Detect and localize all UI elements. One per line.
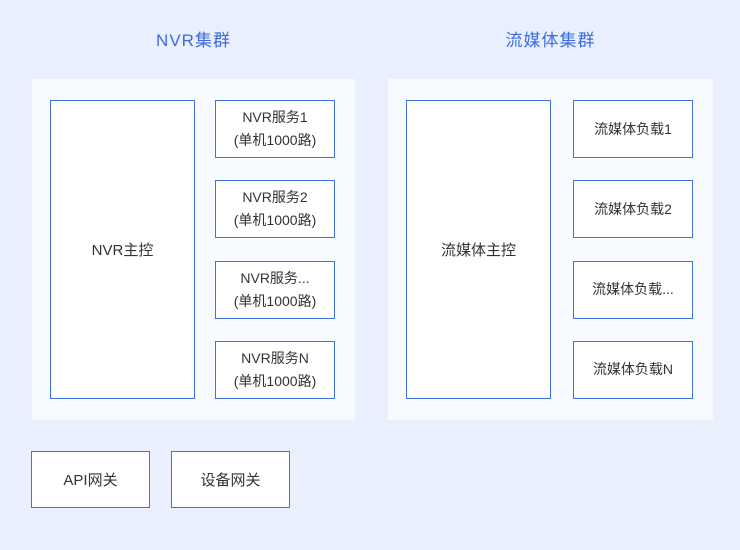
nvr-service-name: NVR服务...: [240, 269, 310, 286]
nvr-service-name: NVR服务2: [242, 189, 308, 206]
stream-load-box-n: 流媒体负载N: [573, 340, 693, 399]
nvr-node-column: NVR服务1 (单机1000路) NVR服务2 (单机1000路) NVR服务.…: [215, 100, 335, 399]
nvr-cluster-title: NVR集群: [156, 31, 231, 50]
nvr-service-capacity: (单机1000路): [233, 132, 317, 148]
stream-load-name: 流媒体负载N: [592, 361, 674, 378]
nvr-service-capacity: (单机1000路): [233, 372, 317, 389]
nvr-service-box-ellipsis: NVR服务... (单机1000路): [215, 260, 335, 319]
nvr-service-capacity: (单机1000路): [233, 292, 317, 309]
stream-load-box-2: 流媒体负载2: [573, 180, 693, 239]
stream-cluster-title: 流媒体集群: [505, 31, 596, 50]
nvr-service-name: NVR服务N: [241, 349, 309, 366]
nvr-service-box-2: NVR服务2 (单机1000路): [215, 180, 335, 239]
stream-load-box-ellipsis: 流媒体负载...: [573, 260, 693, 319]
nvr-main-box: NVR主控: [50, 100, 195, 399]
nvr-service-name: NVR服务1: [242, 109, 308, 125]
device-gateway-box: 设备网关: [171, 451, 290, 508]
nvr-service-box-1: NVR服务1 (单机1000路): [215, 100, 335, 158]
api-gateway-box: API网关: [31, 451, 150, 508]
stream-load-name: 流媒体负载2: [594, 200, 672, 217]
stream-load-box-1: 流媒体负载1: [573, 100, 693, 158]
stream-main-box: 流媒体主控: [406, 100, 551, 399]
stream-load-name: 流媒体负载...: [592, 281, 674, 298]
stream-load-name: 流媒体负载1: [594, 120, 672, 137]
nvr-cluster-panel: NVR主控 NVR服务1 (单机1000路) NVR服务2 (单机1000路) …: [32, 79, 355, 420]
nvr-service-capacity: (单机1000路): [233, 212, 317, 229]
stream-node-column: 流媒体负载1 流媒体负载2 流媒体负载... 流媒体负载N: [573, 100, 693, 399]
nvr-service-box-n: NVR服务N (单机1000路): [215, 340, 335, 399]
stream-cluster-panel: 流媒体主控 流媒体负载1 流媒体负载2 流媒体负载... 流媒体负载N: [388, 79, 713, 420]
